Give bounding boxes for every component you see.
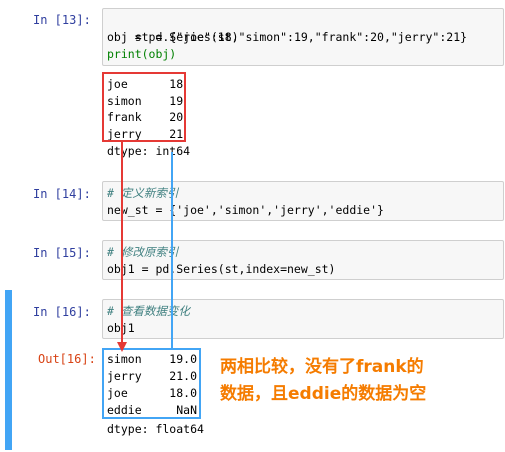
output-line: simon 19.0 [107, 352, 198, 366]
code-line: obj1 = pd.Series(st,index=new_st) [107, 262, 336, 276]
cell-16-input[interactable]: # 查看数据变化 obj1 [102, 299, 504, 339]
cell-16-prompt: In [16]: [33, 305, 91, 319]
output-line: joe 18 [107, 77, 184, 91]
output-line: frank 20 [107, 110, 184, 124]
cell-13-prompt: In [13]: [33, 13, 91, 27]
output-line: joe 18.0 [107, 386, 198, 400]
comment-line: # 修改原索引 [107, 245, 179, 259]
annotation-line-2: 数据，且eddie的数据为空 [220, 384, 427, 404]
output-line: simon 19 [107, 93, 184, 108]
code-line: new_st = {'joe','simon','jerry','eddie'} [107, 203, 384, 217]
code-line: print(obj) [107, 47, 177, 61]
cell-15-input[interactable]: # 修改原索引 obj1 = pd.Series(st,index=new_st… [102, 240, 504, 280]
highlight-box-new [102, 348, 201, 419]
cell-14-input[interactable]: # 定义新索引 new_st = {'joe','simon','jerry',… [102, 181, 504, 221]
code-line: st = {"joe":18,"simon":19,"frank":20,"je… [134, 30, 468, 44]
cell-15-prompt: In [15]: [33, 246, 91, 260]
output-line: jerry 21 [107, 126, 184, 141]
comment-line: # 定义新索引 [107, 186, 179, 200]
selected-cell-indicator [5, 290, 12, 450]
output-line: jerry 21.0 [107, 369, 198, 383]
output-line: eddie NaN [107, 403, 198, 417]
red-arrow-head [117, 342, 127, 352]
highlight-box-original [102, 72, 186, 142]
code-line: obj1 [107, 321, 135, 335]
cell-16-out-prompt: Out[16]: [38, 352, 96, 366]
code-line: obj = pd.Series(st) [107, 30, 239, 44]
output-line: dtype: float64 [107, 422, 204, 436]
cell-14-prompt: In [14]: [33, 187, 91, 201]
output-line: dtype: int64 [107, 144, 191, 158]
cell-13-input[interactable]: st = {"joe":18,"simon":19,"frank":20,"je… [102, 8, 504, 66]
annotation-line-1: 两相比较，没有了frank的 [220, 357, 424, 377]
